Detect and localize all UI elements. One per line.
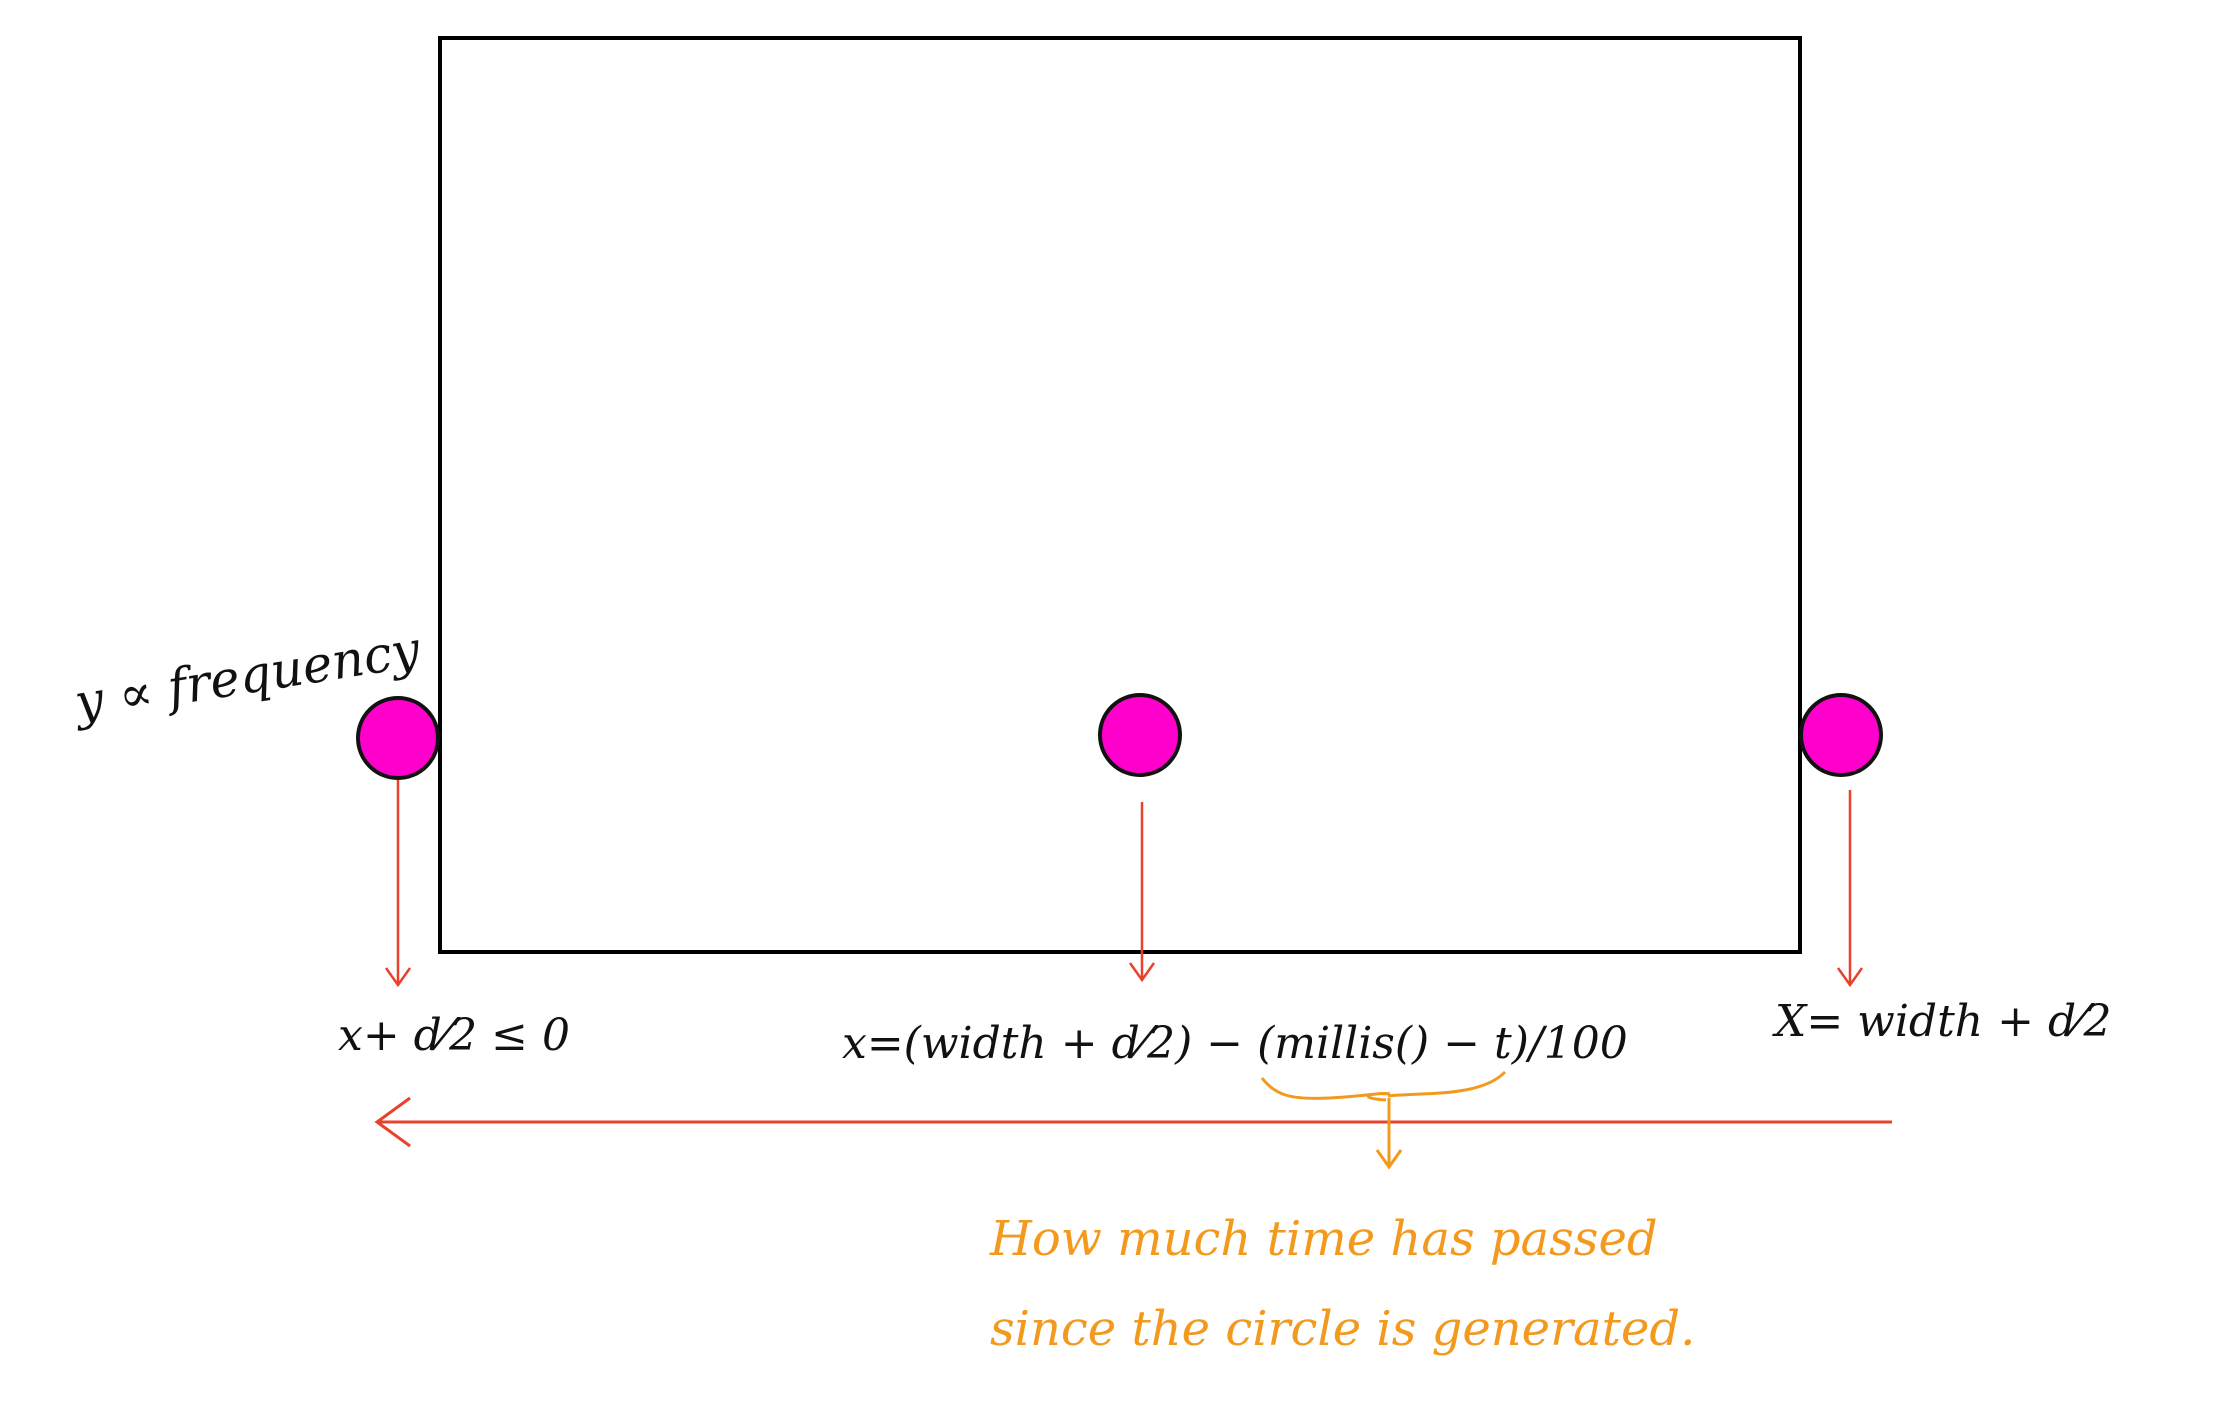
arrow-right-down: [1836, 790, 1864, 988]
orange-arrow-down: [1375, 1098, 1403, 1170]
circle-left: [356, 696, 440, 780]
annotation-line-2: since the circle is generated.: [990, 1301, 1695, 1357]
circle-right: [1799, 693, 1883, 777]
left-condition-label: x+ d⁄2 ≤ 0: [338, 1010, 570, 1061]
motion-arrow-left: [374, 1096, 1892, 1148]
canvas-rectangle: [438, 36, 1802, 954]
middle-formula-label: x=(width + d⁄2) − (millis() − t)/100: [842, 1018, 1628, 1069]
right-formula-label: X= width + d⁄2: [1772, 996, 2111, 1047]
arrow-left-down: [384, 780, 412, 988]
circle-middle: [1098, 693, 1182, 777]
annotation-line-1: How much time has passed: [989, 1211, 1658, 1267]
orange-brace: [1260, 1070, 1507, 1102]
arrow-middle-down: [1128, 802, 1156, 983]
